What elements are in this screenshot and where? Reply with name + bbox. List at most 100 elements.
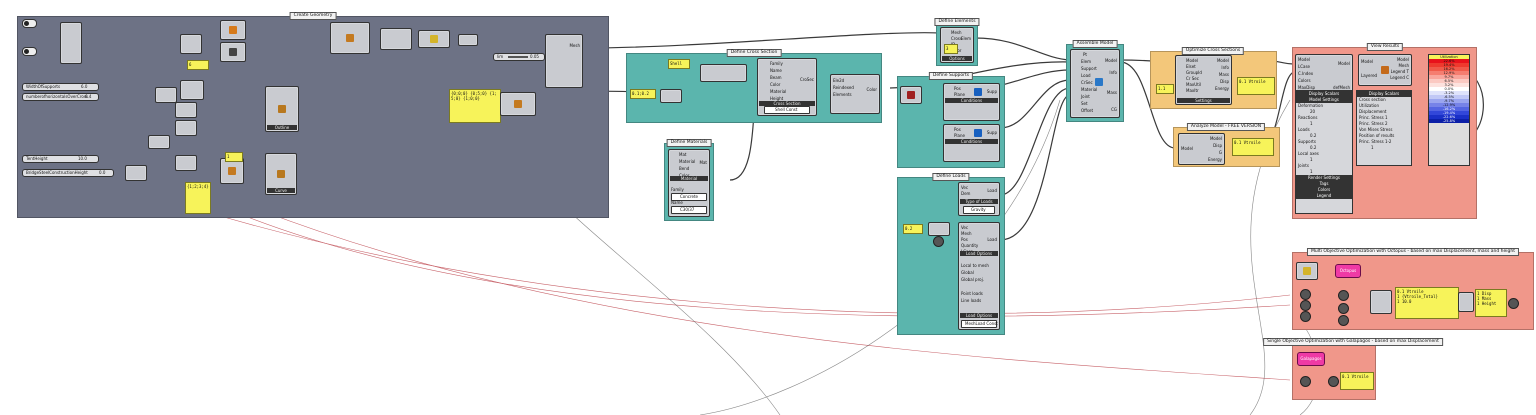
group-single-objective[interactable]: Single Objective Optimization with Galap… — [1263, 338, 1443, 400]
load-type-selector[interactable]: Gravity — [963, 206, 995, 214]
boolean-toggle-1[interactable] — [22, 19, 37, 28]
line-component[interactable] — [180, 34, 202, 54]
point-component[interactable] — [60, 22, 82, 64]
concatenate-component[interactable] — [700, 64, 747, 82]
mesh-size-slider[interactable]: lim 0.05 — [493, 53, 545, 61]
results-settings-panel[interactable]: Display Scalars Cross section Utilizatio… — [1356, 90, 1412, 166]
division-component-c[interactable] — [175, 120, 197, 136]
arc-icon — [277, 170, 285, 178]
material-component[interactable]: Mat Material Bend Color Mat Material Fam… — [668, 149, 710, 217]
mesh-load-component[interactable]: Vec Mesh Pos Quantity LCase Load Load Op… — [958, 222, 1000, 330]
divide-component[interactable] — [380, 28, 412, 50]
width-supports-slider[interactable]: WidthOfSupports 6.0 — [22, 83, 99, 91]
gravity-load-component[interactable]: Vec Dem Load Type of Loads Gravity — [958, 182, 1000, 216]
outline-icon — [278, 105, 286, 113]
merge-component-b[interactable] — [1458, 292, 1474, 312]
analyze-component[interactable]: Model Model Disp G Energy — [1178, 133, 1225, 165]
panel-thickness[interactable]: 0.1;0.2 — [630, 89, 656, 99]
mesh-output: Mesh — [569, 43, 580, 48]
mesh-results-component[interactable]: Model Layered Model Mesh Legend T Legend… — [1358, 54, 1412, 86]
relay-icon-6[interactable] — [1338, 315, 1349, 326]
support-component-1[interactable]: Pos Plane Supp Conditions — [943, 83, 1000, 121]
relay-icon-1[interactable] — [1300, 289, 1311, 300]
outline-component-1[interactable]: Outline — [265, 86, 299, 132]
support-icon — [974, 88, 982, 96]
optimize-component[interactable]: Model Elset GroupId Cr Sec MaxUtil MaxIt… — [1175, 55, 1232, 105]
relay-icon-2[interactable] — [1300, 300, 1311, 311]
legend-cell: 9.7% — [1429, 75, 1469, 79]
relay-icon-5[interactable] — [1338, 303, 1349, 314]
load-vector-component[interactable] — [928, 222, 950, 236]
optimizer-input-component[interactable] — [1296, 262, 1318, 280]
mesh-load-selector[interactable]: MeshLoad Const — [961, 320, 998, 328]
legend-cell: -3.2% — [1429, 91, 1469, 95]
legend-cell: -12.9% — [1429, 103, 1469, 107]
support-split-component[interactable] — [900, 86, 922, 104]
division-component-a[interactable] — [155, 87, 177, 103]
division-component-d[interactable] — [148, 135, 170, 149]
octopus-optimizer[interactable]: Octopus — [1335, 264, 1361, 278]
utilization-legend[interactable]: Utilization 22.6%19.4%16.2%12.9%9.7%6.5%… — [1428, 54, 1470, 166]
horizontals-slider[interactable]: numberofhorizontalsOverCross 6.4 — [22, 93, 99, 101]
panel-load-factor[interactable]: 0.2 — [903, 224, 923, 234]
cross-section-selector[interactable]: Shell Const — [764, 106, 810, 114]
output-icon[interactable] — [1508, 298, 1519, 309]
division-component-b[interactable] — [175, 102, 197, 118]
polyline-icon — [514, 100, 522, 108]
octopus-panel-a[interactable]: 0.1 Vtroile 1 {Vtroile_Total} 1 10.0 — [1395, 287, 1459, 319]
construct-point-component[interactable] — [220, 158, 244, 184]
legend-cell: -16.2% — [1429, 107, 1469, 111]
mesh-grid-component[interactable] — [418, 30, 450, 48]
material-name-selector[interactable]: C30/37 — [671, 206, 707, 214]
number-divider-component[interactable] — [660, 89, 682, 103]
galapagos-optimizer[interactable]: Galapagos — [1297, 352, 1325, 366]
panel-values[interactable]: {1;2;3;4} — [185, 182, 211, 214]
relay-icon-8[interactable] — [1328, 376, 1339, 387]
panel-single[interactable]: 1 — [225, 152, 243, 162]
galapagos-panel[interactable]: 0.1 Vtroile — [1340, 372, 1374, 390]
legend-cell: -9.7% — [1429, 99, 1469, 103]
number-component-a[interactable] — [125, 165, 147, 181]
genome-icon — [1303, 267, 1311, 275]
support-component-2[interactable]: Pos Plane Supp Conditions — [943, 124, 1000, 162]
tent-height-slider[interactable]: TentHeight 10.0 — [22, 155, 99, 163]
material-family-selector[interactable]: Concrete — [671, 193, 707, 201]
assemble-component[interactable]: Pt Elem Support Load CrSec Material Join… — [1070, 49, 1120, 118]
panel-count[interactable]: 6 — [187, 60, 209, 70]
relay-icon-3[interactable] — [1300, 311, 1311, 322]
panel-relay-component[interactable] — [458, 34, 478, 46]
mesh-results-icon — [1381, 66, 1389, 74]
legend-cell: 6.5% — [1429, 79, 1469, 83]
octopus-panel-b[interactable]: 1 Disp 1 Mass 1 Height — [1475, 289, 1507, 317]
boolean-toggle-2[interactable] — [22, 47, 37, 56]
relay-icon-4[interactable] — [1338, 290, 1349, 301]
surface-component[interactable] — [330, 22, 370, 54]
merge-component-a[interactable] — [1370, 290, 1392, 314]
panel-zero[interactable]: 3 — [944, 44, 958, 54]
extrude-component[interactable] — [220, 20, 246, 40]
legend-cell: -25.8% — [1429, 119, 1469, 123]
number-component-b[interactable] — [175, 155, 197, 171]
outline-component-2[interactable]: Curve — [265, 153, 297, 195]
construct-point-icon — [228, 167, 236, 175]
mesh-component[interactable]: Mesh — [545, 34, 583, 88]
panel-analyze-result[interactable]: 0.1 Vtroile — [1232, 138, 1274, 156]
grid-component[interactable] — [220, 42, 246, 62]
grid-icon — [229, 48, 237, 56]
element-comp-b[interactable]: Ele2d Reindexed Elements Color — [830, 74, 880, 114]
model-settings-panel[interactable]: Display Scalars Model Settings Deformati… — [1295, 90, 1353, 214]
bridge-height-slider[interactable]: BridgeSteelConstructionHeight 0.0 — [22, 169, 114, 177]
group-create-geometry[interactable]: Create Geometry — [17, 12, 609, 218]
relay-icon-7[interactable] — [1300, 376, 1311, 387]
unit-z-icon[interactable] — [933, 236, 944, 247]
cross-section-component[interactable]: Family Name Beam Color Material Height C… — [757, 58, 817, 116]
point-xyz-component[interactable] — [180, 80, 204, 100]
panel-points[interactable]: {0;0;0} {0;5;0} {1;5;0} {1;0;0} — [449, 89, 501, 123]
panel-shell[interactable]: Shell — [668, 59, 690, 69]
legend-cells: 22.6%19.4%16.2%12.9%9.7%6.5%3.2%0.0%-3.2… — [1429, 59, 1469, 123]
assemble-icon — [1095, 78, 1103, 86]
polyline-component[interactable] — [500, 92, 536, 116]
panel-maxutil[interactable]: 1.1 — [1156, 84, 1174, 94]
mesh-grid-icon — [430, 35, 438, 43]
panel-optimize-result[interactable]: 0.1 Vtroile — [1237, 77, 1275, 95]
